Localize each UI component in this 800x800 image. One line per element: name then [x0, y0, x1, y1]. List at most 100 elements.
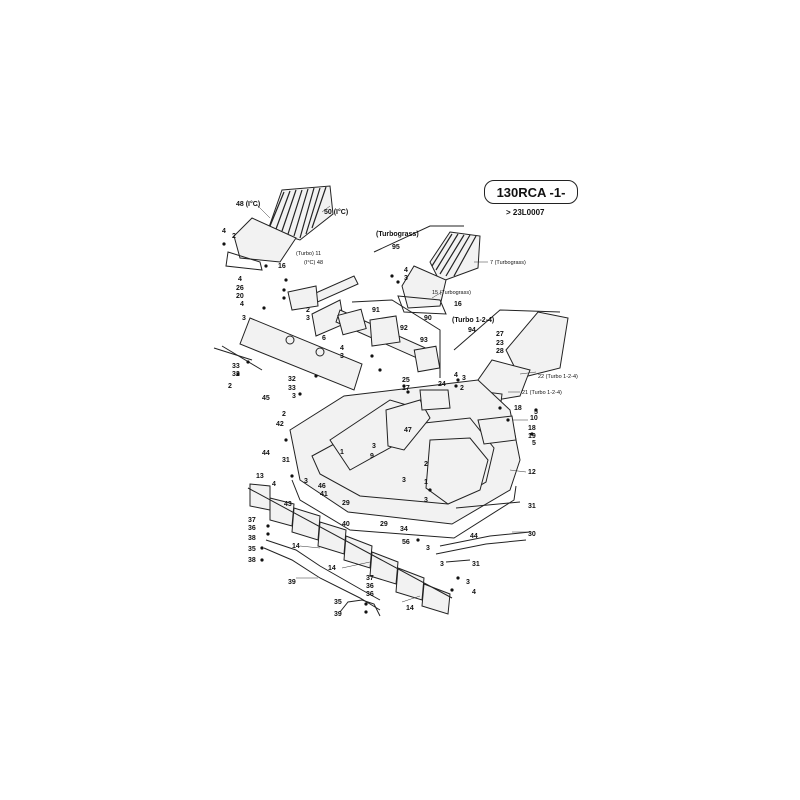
- callout: 20: [236, 293, 244, 300]
- callout: 32: [232, 371, 240, 378]
- hardware-fasteners: [222, 242, 538, 614]
- callout: 39: [288, 579, 296, 586]
- callout: 36: [366, 583, 374, 590]
- callout: 36: [366, 591, 374, 598]
- callout: (I°C) 48: [304, 260, 323, 266]
- callout: 37: [248, 517, 256, 524]
- callout: 95: [392, 244, 400, 251]
- front-bracket: [213, 285, 363, 391]
- callout: 10: [530, 415, 538, 422]
- callout: 33: [288, 385, 296, 392]
- callout: 15 (Turbograss): [432, 290, 471, 296]
- callout: 17: [402, 385, 410, 392]
- callout: 3: [304, 478, 308, 485]
- callout: 3: [426, 545, 430, 552]
- callout: 41: [320, 491, 328, 498]
- callout: 42: [276, 421, 284, 428]
- callout: 16: [454, 301, 462, 308]
- callout: 4: [222, 228, 226, 235]
- callout: 4: [272, 481, 276, 488]
- callout: 46: [318, 483, 326, 490]
- callout: 2: [460, 385, 464, 392]
- callout: 31: [472, 561, 480, 568]
- callout: 3: [340, 353, 344, 360]
- callout: 34: [400, 526, 408, 533]
- callout: 93: [420, 337, 428, 344]
- callout: 2: [232, 233, 236, 240]
- callout: 38: [248, 557, 256, 564]
- callout: 13: [256, 473, 264, 480]
- callout: 14: [328, 565, 336, 572]
- callout: (Turbo) 11: [296, 251, 321, 257]
- callout: 14: [292, 543, 300, 550]
- callout-leader-lines: [255, 203, 537, 603]
- mounting-rods: [263, 501, 531, 617]
- callout: 30: [528, 531, 536, 538]
- callout: 29: [380, 521, 388, 528]
- callout: 22 (Turbo 1-2-4): [538, 374, 578, 380]
- callout: 18: [514, 405, 522, 412]
- callout: 7 (Turbograss): [490, 260, 526, 266]
- callout: 44: [262, 450, 270, 457]
- callout: 31: [528, 503, 536, 510]
- callout: 56: [402, 539, 410, 546]
- callout: 40: [342, 521, 350, 528]
- callout: 4: [454, 372, 458, 379]
- callout: 6: [322, 335, 326, 342]
- callout: 35: [248, 546, 256, 553]
- mower-deck: [289, 379, 521, 539]
- callout: 47: [404, 427, 412, 434]
- callout: 33: [232, 363, 240, 370]
- callout: 1: [340, 449, 344, 456]
- callout: 1: [424, 479, 428, 486]
- callout: 2: [424, 461, 428, 468]
- callout: 23: [496, 340, 504, 347]
- callout: 26: [236, 285, 244, 292]
- callout: 25: [402, 377, 410, 384]
- callout: 32: [288, 376, 296, 383]
- callout: 2: [228, 383, 232, 390]
- callout: 24: [438, 381, 446, 388]
- hose-assembly-turbograss: [373, 225, 481, 315]
- callout: 36: [248, 525, 256, 532]
- callout: 3: [424, 497, 428, 504]
- callout: 4: [340, 345, 344, 352]
- callout: 12: [528, 469, 536, 476]
- callout: 43: [284, 501, 292, 508]
- callout: (Turbo 1-2-4): [452, 317, 494, 324]
- callout: 19: [528, 433, 536, 440]
- callout: 3: [292, 393, 296, 400]
- callout: 39: [334, 611, 342, 618]
- model-text: 130RCA -1-: [496, 184, 566, 200]
- callout: 48 (I°C): [236, 200, 260, 208]
- callout: 4: [238, 276, 242, 283]
- callout: 4: [404, 267, 408, 274]
- callout: 94: [468, 327, 476, 334]
- callout: 3: [466, 579, 470, 586]
- callout: 3: [404, 275, 408, 282]
- callout: 91: [372, 307, 380, 314]
- callout: 4: [472, 589, 476, 596]
- serial-range: > 23L0007: [506, 208, 545, 217]
- callout: 50 (I°C): [324, 208, 348, 216]
- callout: 3: [306, 315, 310, 322]
- callout: 38: [248, 535, 256, 542]
- callout: 3: [462, 375, 466, 382]
- rubber-flaps: [247, 483, 453, 615]
- callout: 3: [402, 477, 406, 484]
- callout: 16: [278, 263, 286, 270]
- model-badge: 130RCA -1-: [484, 180, 578, 204]
- callout: 31: [282, 457, 290, 464]
- callout: 2: [282, 411, 286, 418]
- callout: 3: [372, 443, 376, 450]
- callout: 21 (Turbo 1-2-4): [522, 390, 562, 396]
- callout: 45: [262, 395, 270, 402]
- callout: 3: [440, 561, 444, 568]
- callout: 5: [534, 409, 538, 416]
- callout: 3: [242, 315, 246, 322]
- callout: 29: [342, 500, 350, 507]
- callout: 37: [366, 575, 374, 582]
- callout: 4: [240, 301, 244, 308]
- hose-assembly-left: [225, 185, 334, 271]
